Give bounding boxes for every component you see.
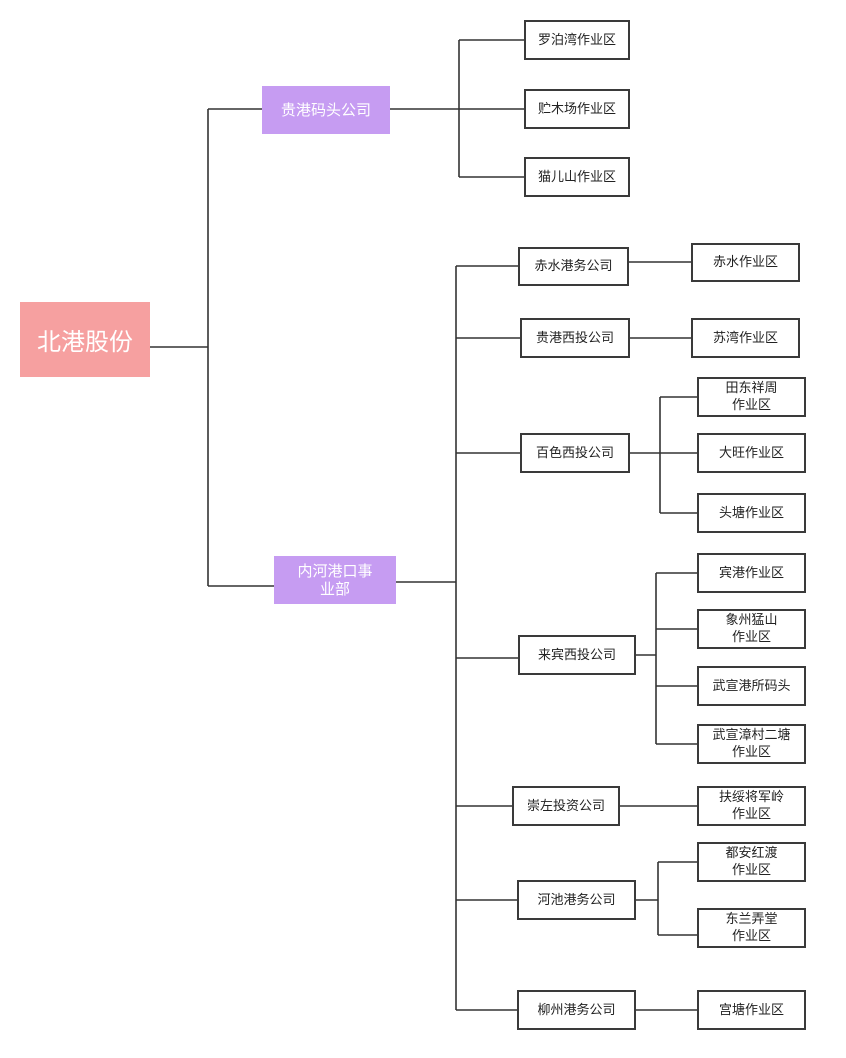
area-node: 罗泊湾作业区 [524,20,630,60]
area-node: 东兰弄堂 作业区 [697,908,806,948]
area-node: 武宣漳村二塘 作业区 [697,724,806,764]
area-node: 赤水作业区 [691,243,800,282]
area-node: 猫儿山作业区 [524,157,630,197]
company-node: 贵港西投公司 [520,318,630,358]
area-node: 扶绥将军岭 作业区 [697,786,806,826]
root-node: 北港股份 [20,302,150,377]
company-node: 河池港务公司 [517,880,636,920]
area-node: 田东祥周 作业区 [697,377,806,417]
area-node: 都安红渡 作业区 [697,842,806,882]
branch-guigang-terminal: 贵港码头公司 [262,86,390,134]
area-node: 头塘作业区 [697,493,806,533]
company-node: 来宾西投公司 [518,635,636,675]
area-node: 大旺作业区 [697,433,806,473]
company-node: 柳州港务公司 [517,990,636,1030]
company-node: 崇左投资公司 [512,786,620,826]
area-node: 宫塘作业区 [697,990,806,1030]
area-node: 苏湾作业区 [691,318,800,358]
company-node: 赤水港务公司 [518,247,629,286]
company-node: 百色西投公司 [520,433,630,473]
branch-inland-port-division: 内河港口事 业部 [274,556,396,604]
area-node: 宾港作业区 [697,553,806,593]
area-node: 武宣港所码头 [697,666,806,706]
area-node: 象州猛山 作业区 [697,609,806,649]
area-node: 贮木场作业区 [524,89,630,129]
